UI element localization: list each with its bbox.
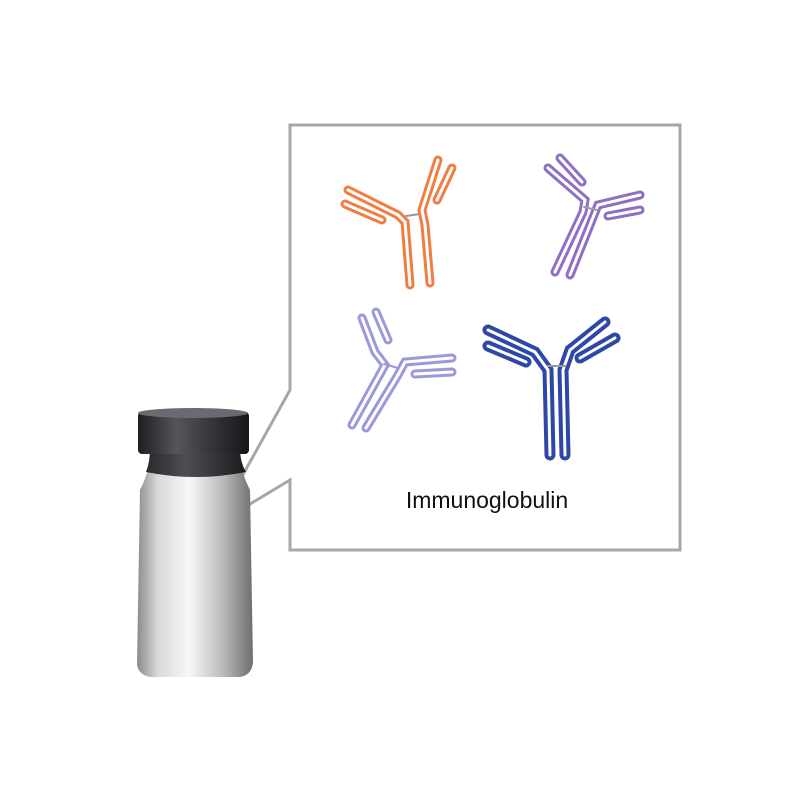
caption-text: Immunoglobulin xyxy=(406,487,568,513)
vial-cap xyxy=(138,412,249,454)
vial xyxy=(137,408,253,677)
antibody-blue xyxy=(482,316,621,461)
antibody-purple xyxy=(543,153,645,280)
vial-body xyxy=(137,455,253,677)
vial-cap-top xyxy=(138,408,248,418)
antibody-lavender xyxy=(347,307,457,433)
vial-neck xyxy=(146,448,246,477)
antibody-orange xyxy=(340,155,457,290)
